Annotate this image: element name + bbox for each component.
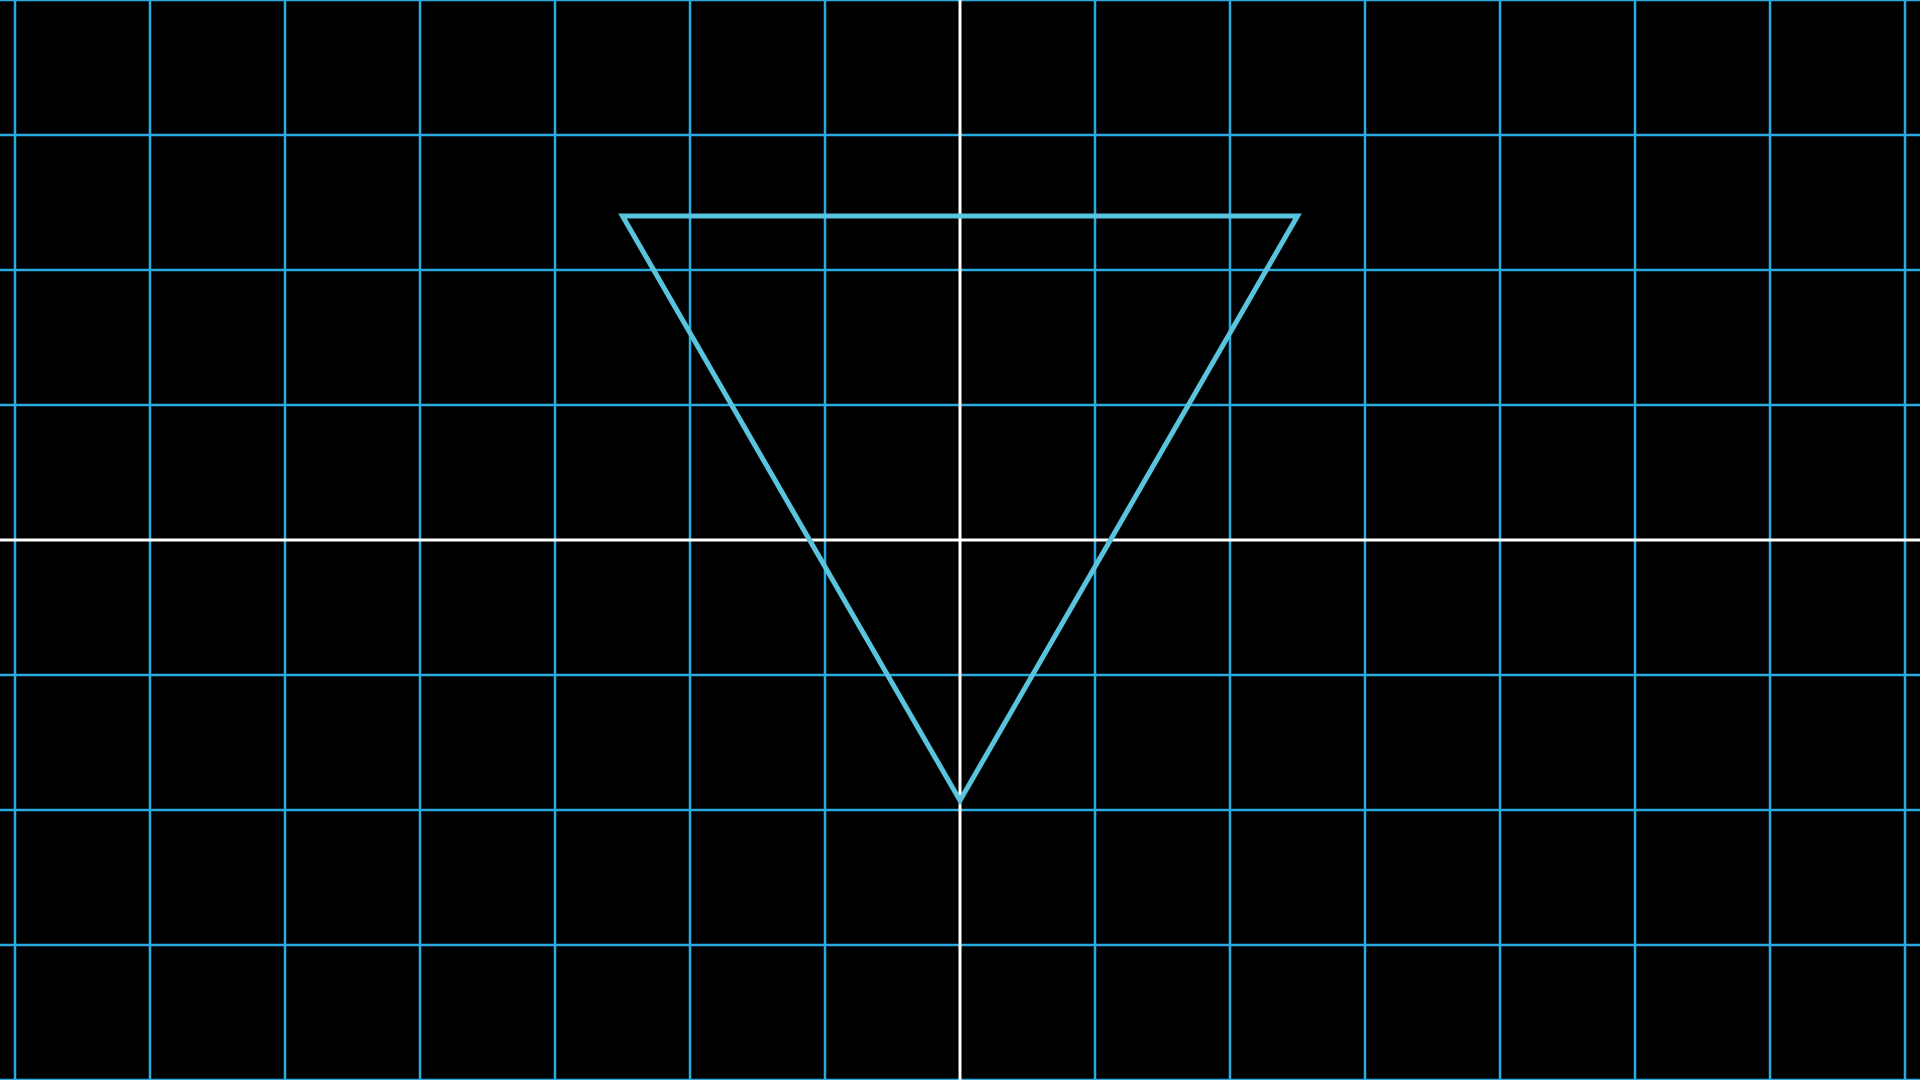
inverted-triangle bbox=[618, 213, 1302, 806]
shapes bbox=[618, 213, 1302, 806]
